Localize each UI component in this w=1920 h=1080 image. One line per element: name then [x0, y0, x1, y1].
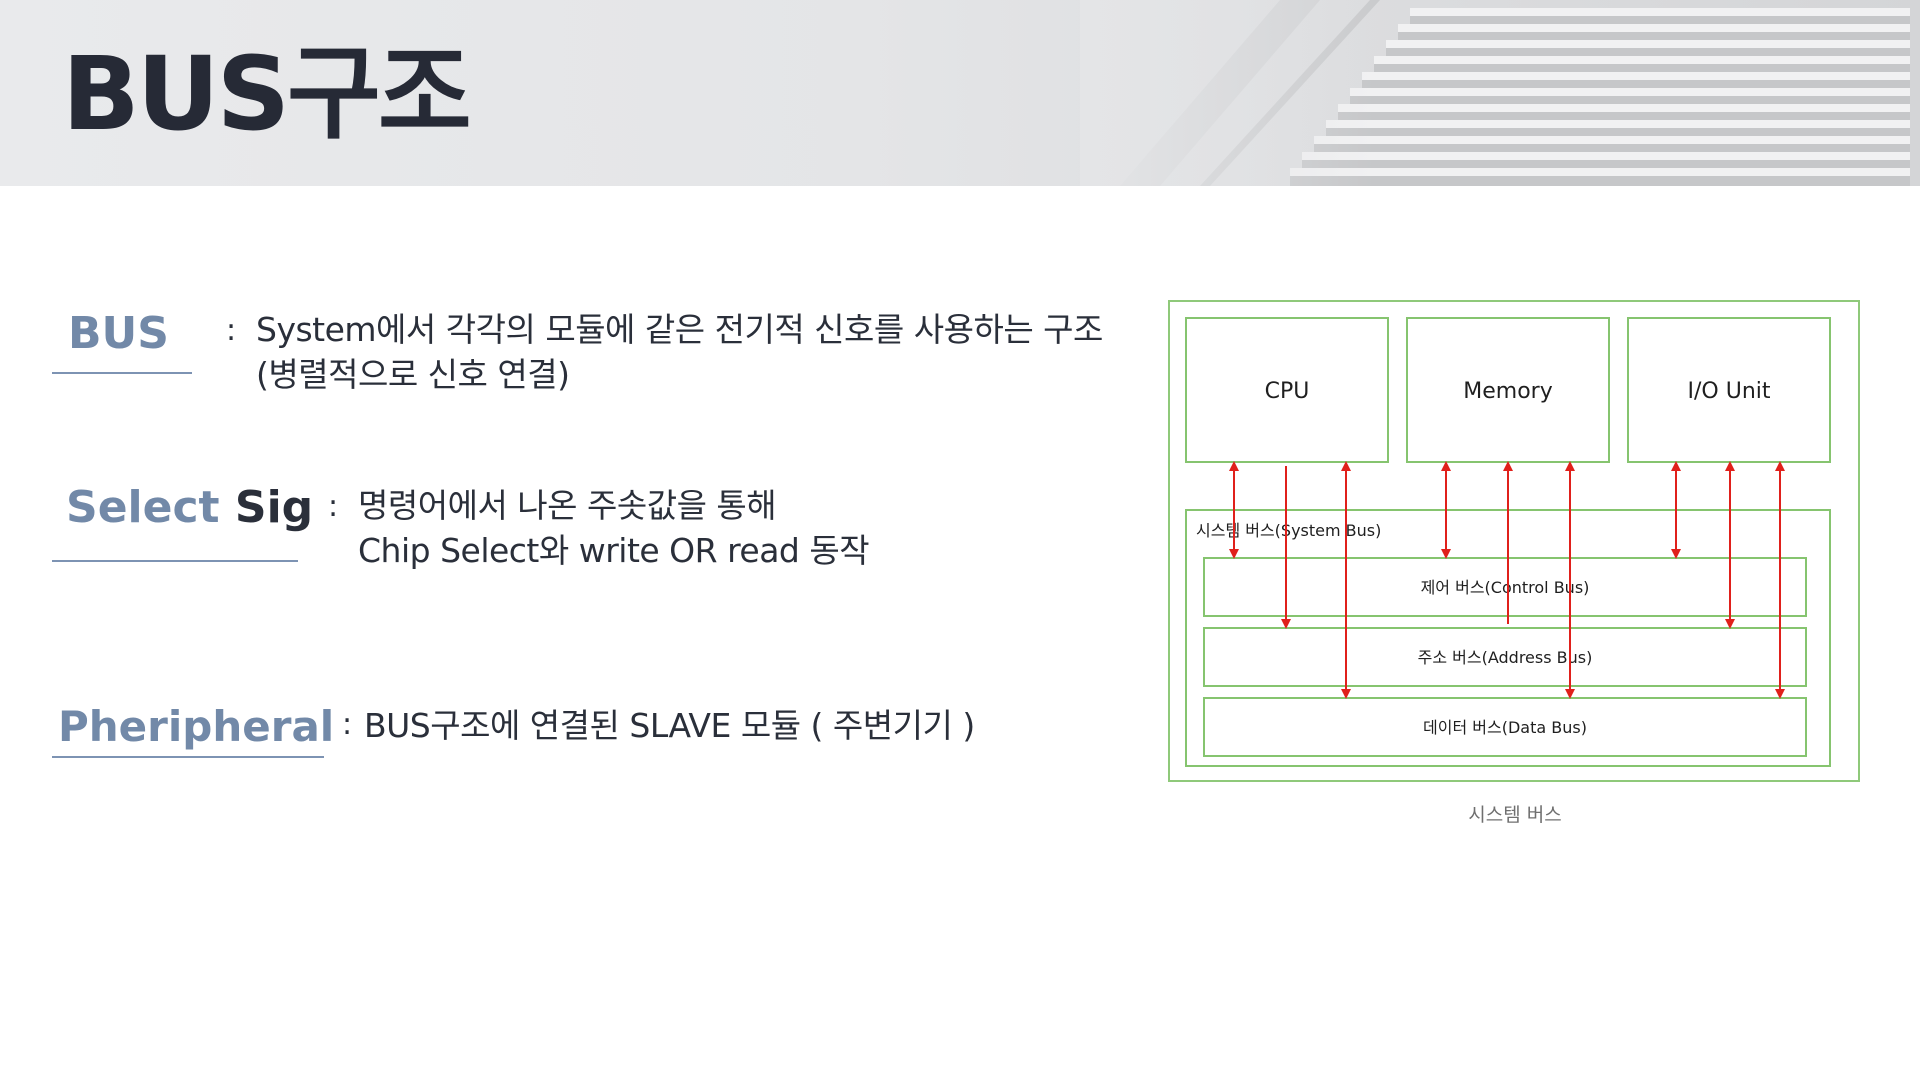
- colon: :: [328, 489, 339, 524]
- definition-line: Chip Select와 write OR read 동작: [358, 530, 870, 570]
- data-bus-box: [1203, 697, 1807, 757]
- definition-text: System에서 각각의 모듈에 같은 전기적 신호를 사용하는 구조 (병렬적…: [256, 308, 1103, 398]
- cpu-label: CPU: [1265, 379, 1310, 404]
- page-title: BUS구조: [62, 35, 472, 154]
- diagram-caption: 시스템 버스: [1468, 804, 1562, 826]
- address-bus-box: [1203, 627, 1807, 687]
- term-underline: [52, 560, 298, 562]
- memory-label: Memory: [1463, 379, 1552, 404]
- term-sig-part: Sig: [234, 482, 314, 533]
- term-bus: BUS: [68, 308, 169, 359]
- colon: :: [342, 707, 353, 742]
- term-select-part: Select: [66, 482, 235, 533]
- control-bus-label: 제어 버스(Control Bus): [1421, 578, 1590, 597]
- term-underline: [52, 756, 324, 758]
- data-bus-label: 데이터 버스(Data Bus): [1423, 718, 1587, 737]
- io-unit-label: I/O Unit: [1688, 379, 1771, 404]
- header-banner: BUS구조: [0, 0, 1920, 186]
- staircase-background-image: [1080, 0, 1920, 186]
- term-underline: [52, 372, 192, 374]
- definition-text: 명령어에서 나온 주솟값을 통해 Chip Select와 write OR r…: [358, 484, 870, 574]
- io-unit-box: [1627, 317, 1831, 463]
- term-select-sig: Select Sig: [66, 486, 313, 530]
- system-bus-diagram: CPU Memory I/O Unit 시스템 버스(System Bus) 제…: [1168, 300, 1862, 782]
- colon: :: [226, 313, 237, 348]
- control-bus-box: [1203, 557, 1807, 617]
- memory-box: [1406, 317, 1610, 463]
- definition-line: BUS구조에 연결된 SLAVE 모듈 ( 주변기기 ): [364, 706, 975, 745]
- cpu-box: [1185, 317, 1389, 463]
- definition-text: BUS구조에 연결된 SLAVE 모듈 ( 주변기기 ): [364, 704, 975, 749]
- definition-line: 명령어에서 나온 주솟값을 통해: [358, 486, 777, 525]
- system-bus-label: 시스템 버스(System Bus): [1196, 521, 1381, 540]
- definition-line: System에서 각각의 모듈에 같은 전기적 신호를 사용하는 구조: [256, 310, 1103, 349]
- address-bus-label: 주소 버스(Address Bus): [1418, 648, 1593, 667]
- definition-line: (병렬적으로 신호 연결): [256, 354, 570, 394]
- system-bus-diagram-svg: CPU Memory I/O Unit 시스템 버스(System Bus) 제…: [1168, 300, 1860, 782]
- term-pheripheral: Pheripheral: [58, 702, 335, 751]
